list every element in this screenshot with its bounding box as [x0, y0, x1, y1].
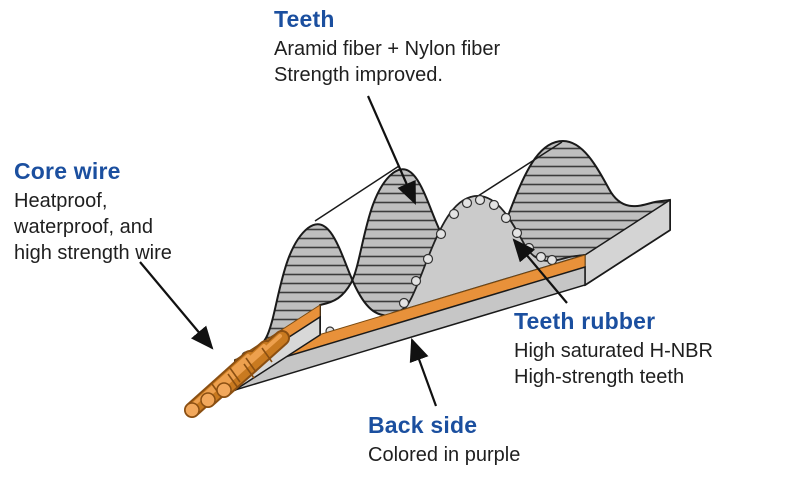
back-side-arrow — [409, 337, 438, 407]
tooth-rubber-face — [391, 195, 586, 317]
callout-core-wire: Core wire Heatproof, waterproof, and hig… — [14, 158, 172, 266]
callout-teeth-rubber-line: High saturated H-NBR — [514, 340, 713, 362]
callout-teeth-title: Teeth — [274, 6, 335, 32]
callout-back-side: Back side Colored in purple — [368, 412, 520, 468]
core-wire-arrow — [139, 261, 214, 350]
callout-back-side-title: Back side — [368, 412, 478, 438]
callout-teeth-rubber-title: Teeth rubber — [514, 308, 656, 334]
callout-teeth: Teeth Aramid fiber + Nylon fiber Strengt… — [274, 6, 500, 88]
callout-back-side-line: Colored in purple — [368, 444, 521, 466]
core-wires — [184, 330, 290, 418]
teeth-arrow — [366, 95, 417, 206]
callout-core-wire-line: waterproof, and — [14, 216, 153, 238]
wire-end-caps — [184, 382, 232, 418]
callout-teeth-line: Strength improved. — [274, 64, 443, 86]
teeth-rubber-arrow — [512, 238, 568, 304]
callout-core-wire-line: high strength wire — [14, 242, 172, 264]
callout-teeth-rubber: Teeth rubber High saturated H-NBR High-s… — [514, 308, 713, 390]
callout-core-wire-line: Heatproof, — [14, 190, 108, 212]
callout-teeth-line: Aramid fiber + Nylon fiber — [274, 38, 501, 60]
callout-teeth-rubber-line: High-strength teeth — [514, 366, 685, 388]
callout-core-wire-title: Core wire — [14, 158, 121, 184]
callout-arrows — [139, 95, 568, 407]
belt-body — [234, 140, 671, 392]
